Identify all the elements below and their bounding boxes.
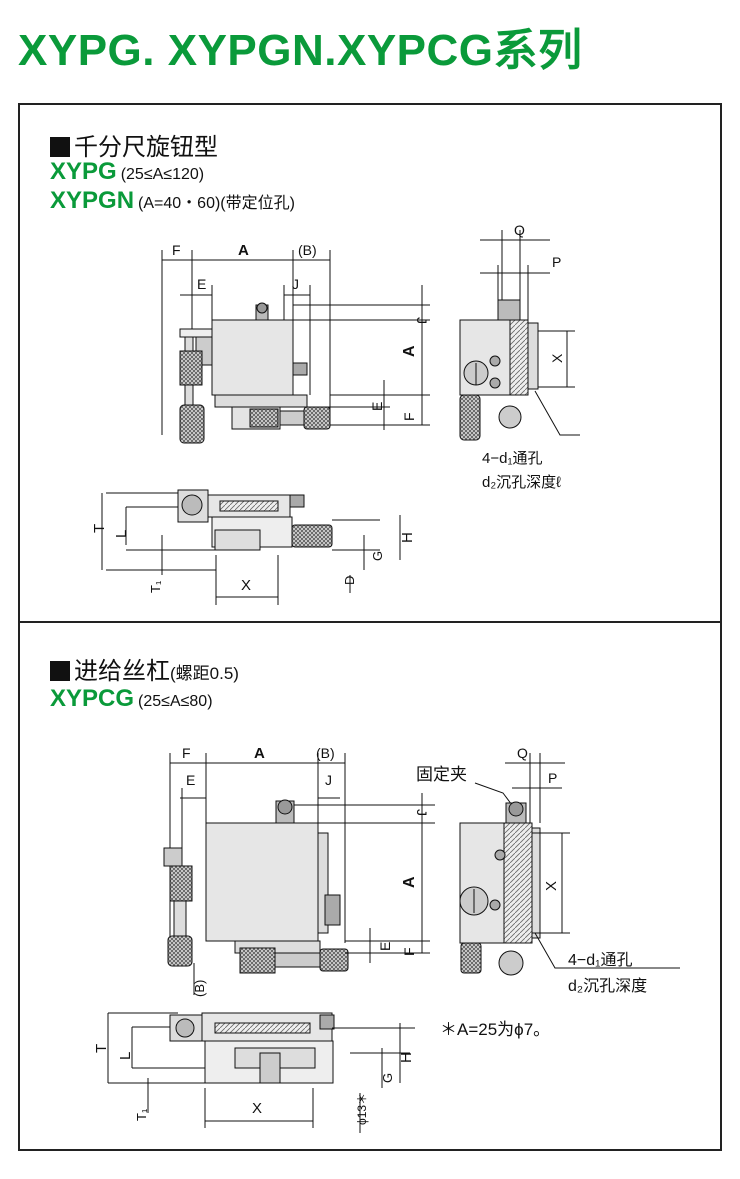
model-line-xypg: XYPG(25≤A≤120) [50, 158, 204, 186]
dim-j: J [325, 772, 332, 788]
section-heading: 进给丝杠(螺距0.5) [50, 651, 239, 686]
dim-b: (B) [316, 745, 335, 761]
dim-f: F [172, 242, 181, 258]
dim-e: E [197, 276, 206, 292]
square-bullet-icon [50, 661, 70, 681]
dim-a-vertical: A [401, 876, 418, 888]
dim-f-vertical: F [401, 947, 417, 956]
dim-h: H [399, 532, 416, 543]
dim-t1: T₁ [134, 1108, 149, 1121]
dim-t: T [93, 1044, 110, 1053]
page-title: XYPG. XYPGN.XYPCG系列 [18, 26, 583, 75]
feedscrew-drawings: F A (B) E J J A E F (B) 固定夹 Q P X 4−d₁通孔… [93, 745, 680, 1133]
dim-x-bottom: X [241, 577, 251, 594]
dim-j-vertical: J [414, 317, 430, 324]
section-heading-text: 千分尺旋钮型 [74, 134, 218, 161]
hole-note-2: d₂沉孔深度 [568, 977, 647, 995]
side-view [459, 753, 680, 976]
micrometer-panel: 千分尺旋钮型 XYPG(25≤A≤120) XYPGN(A=40・60)(带定位… [18, 103, 722, 623]
dim-l: L [113, 530, 130, 538]
dim-x-side: X [543, 881, 560, 891]
dim-t1: T₁ [148, 580, 163, 593]
model-code: XYPCG [50, 685, 135, 712]
dim-g: G [380, 1073, 395, 1083]
hole-note-2: d₂沉孔深度ℓ [482, 474, 561, 491]
model-range: (25≤A≤80) [138, 693, 213, 710]
micrometer-drawings: F A (B) E J J A E F Q P X 4−d₁通孔 d₂沉孔深度ℓ… [91, 222, 580, 605]
dim-a: A [254, 745, 265, 762]
dim-j-vertical: J [414, 809, 430, 816]
model-line-xypgn: XYPGN(A=40・60)(带定位孔) [50, 187, 295, 215]
dim-e-vertical: E [377, 942, 393, 951]
dim-j: J [292, 276, 299, 292]
footnote: ＊A=25为ϕ7。 [440, 1020, 550, 1039]
model-range: (A=40・60)(带定位孔) [138, 195, 295, 212]
section-heading-text: 进给丝杠 [74, 658, 170, 685]
dim-f: F [182, 745, 191, 761]
side-view [459, 230, 580, 441]
dim-t: T [91, 524, 108, 533]
hole-note-1: 4−d₁通孔 [568, 951, 633, 969]
feedscrew-panel: 进给丝杠(螺距0.5) XYPCG(25≤A≤80) [18, 621, 722, 1151]
model-code: XYPGN [50, 187, 135, 214]
dim-p: P [552, 254, 561, 270]
model-line-xypcg: XYPCG(25≤A≤80) [50, 685, 213, 713]
dim-b-vertical: (B) [192, 980, 207, 997]
dim-l: L [117, 1052, 134, 1060]
dim-h: H [398, 1052, 415, 1063]
front-view [161, 250, 430, 444]
dim-a-vertical: A [401, 345, 418, 357]
dim-d: D [342, 576, 357, 585]
bottom-view [101, 489, 401, 605]
dim-e-vertical: E [369, 402, 385, 411]
dim-e: E [186, 772, 195, 788]
dim-q: Q [514, 222, 525, 238]
dim-f-vertical: F [401, 412, 417, 421]
section-heading: 千分尺旋钮型 [50, 127, 218, 162]
dim-x-side: X [549, 353, 565, 363]
bottom-view [107, 1012, 415, 1133]
front-view [163, 753, 435, 995]
dim-p: P [548, 770, 557, 786]
square-bullet-icon [50, 137, 70, 157]
dim-phi: ϕ13＊ [355, 1093, 369, 1125]
model-code: XYPG [50, 158, 117, 185]
hole-note-1: 4−d₁通孔 [482, 450, 543, 467]
dim-a: A [238, 242, 249, 259]
dim-x-bottom: X [252, 1100, 262, 1117]
dim-b: (B) [298, 242, 317, 258]
dim-g: G [370, 551, 385, 561]
model-range: (25≤A≤120) [120, 166, 205, 183]
dim-q: Q [517, 745, 528, 761]
section-heading-note: (螺距0.5) [170, 664, 239, 683]
clamp-label: 固定夹 [416, 765, 467, 784]
